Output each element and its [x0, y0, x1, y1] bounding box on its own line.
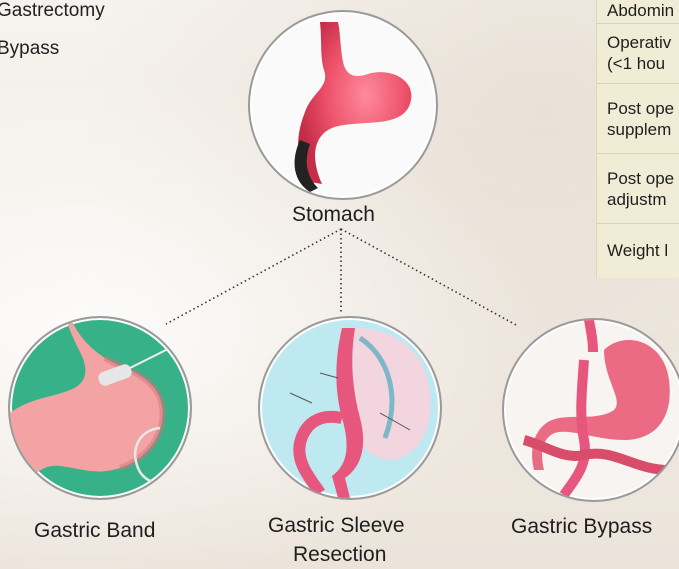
gastric-band-icon: [10, 318, 190, 498]
gastric-bypass-icon: [504, 320, 679, 500]
connector-to-bypass: [341, 229, 518, 326]
stomach-icon: [250, 12, 436, 198]
connector-to-band: [166, 229, 341, 324]
stomach-illustration: [248, 10, 438, 200]
gastric-bypass-illustration: [502, 318, 679, 502]
gastric-sleeve-icon: [260, 318, 440, 498]
label-gastric-sleeve-line1: Gastric Sleeve: [268, 514, 405, 538]
gastric-band-illustration: [8, 316, 192, 500]
label-gastric-sleeve-line2: Resection: [293, 543, 386, 567]
gastric-sleeve-illustration: [258, 316, 442, 500]
label-stomach: Stomach: [292, 203, 375, 227]
label-gastric-band: Gastric Band: [34, 519, 155, 543]
label-gastric-bypass: Gastric Bypass: [511, 515, 652, 539]
